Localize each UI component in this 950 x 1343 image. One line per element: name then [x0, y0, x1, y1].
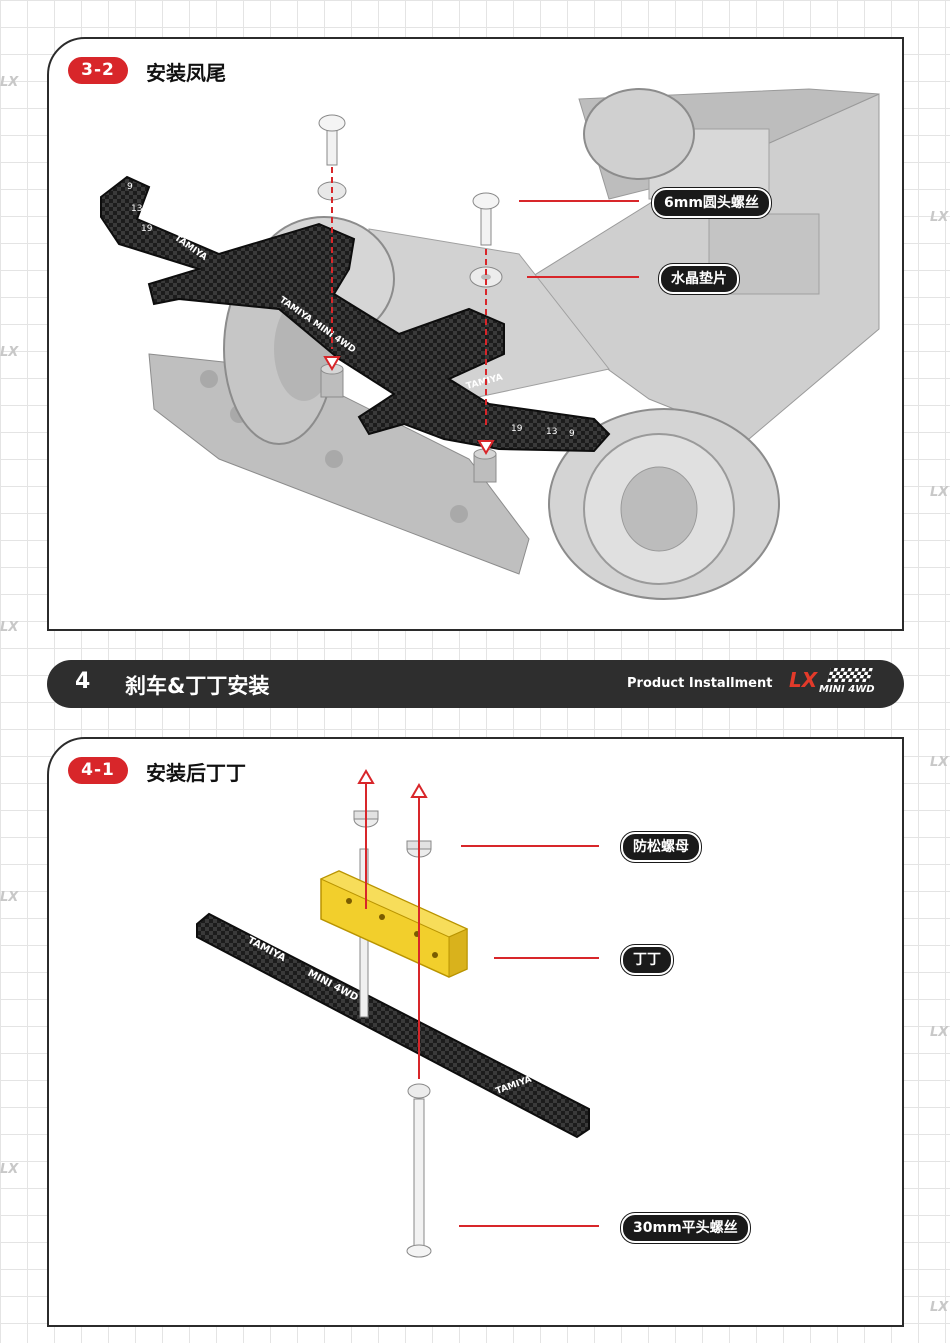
screw-right [472, 192, 500, 246]
plate-hole-19: 19 [141, 224, 153, 234]
section-subtitle: Product Installment [627, 676, 773, 691]
plate-hole-13: 13 [546, 427, 557, 437]
watermark-logo: LX [930, 485, 949, 500]
locknut-bottom [407, 1083, 431, 1099]
plate-hole-19: 19 [511, 424, 523, 434]
watermark-logo: LX [0, 75, 19, 90]
watermark-logo: LX [0, 345, 19, 360]
long-screw [406, 1098, 432, 1258]
step-title: 安装后丁丁 [146, 761, 246, 785]
yellow-roller [319, 870, 469, 978]
brand-logo-mark: LX [789, 668, 818, 692]
watermark-logo: LX [930, 755, 949, 770]
step-badge: 3-2 [68, 57, 128, 84]
wheel-right-front [583, 88, 695, 180]
washer-right [469, 266, 503, 288]
plate-hole-9: 9 [127, 182, 133, 192]
step-3-2-panel: 9 13 19 TAMIYA TAMIYA MINI 4WD TAMIYA 19… [47, 37, 904, 631]
section-title: 刹车&丁丁安装 [125, 674, 270, 698]
watermark-logo: LX [930, 1025, 949, 1040]
watermark-logo: LX [0, 890, 19, 905]
section-number: 4 [75, 669, 91, 694]
label-lock-nut: 防松螺母 [621, 832, 701, 862]
wheel-right-rear [548, 408, 780, 600]
watermark-logo: LX [930, 1300, 949, 1315]
label-crystal-washer: 水晶垫片 [659, 264, 739, 294]
section-header-bar: 4 刹车&丁丁安装 Product Installment LX MINI 4W… [47, 660, 904, 708]
plate-hole-9: 9 [569, 429, 575, 439]
step-4-1-panel: TAMIYA MINI 4WD TAMIYA [47, 737, 904, 1327]
label-roller: 丁丁 [621, 945, 673, 975]
rear-wing-illustration: 9 13 19 TAMIYA TAMIYA MINI 4WD TAMIYA 19… [100, 88, 880, 600]
watermark-logo: LX [0, 1162, 19, 1177]
step-badge: 4-1 [68, 757, 128, 784]
screw-left [318, 114, 346, 166]
step-title: 安装凤尾 [146, 61, 226, 85]
label-flat-head-screw: 30mm平头螺丝 [621, 1213, 750, 1243]
watermark-logo: LX [930, 210, 949, 225]
watermark-logo: LX [0, 620, 19, 635]
assembly-guides [323, 167, 639, 455]
brand-logo-text: MINI 4WD [819, 684, 875, 695]
assembly-guides [357, 769, 599, 1227]
plate-hole-13: 13 [131, 204, 142, 214]
mount-posts [320, 363, 497, 483]
rear-roller-illustration: TAMIYA MINI 4WD TAMIYA [196, 769, 599, 1258]
checkered-flag-icon [827, 668, 873, 682]
rear-wing-plate: 9 13 19 TAMIYA TAMIYA MINI 4WD TAMIYA 19… [100, 175, 611, 453]
brand-logo: LX MINI 4WD [789, 666, 881, 702]
label-round-head-screw: 6mm圆头螺丝 [652, 188, 771, 218]
